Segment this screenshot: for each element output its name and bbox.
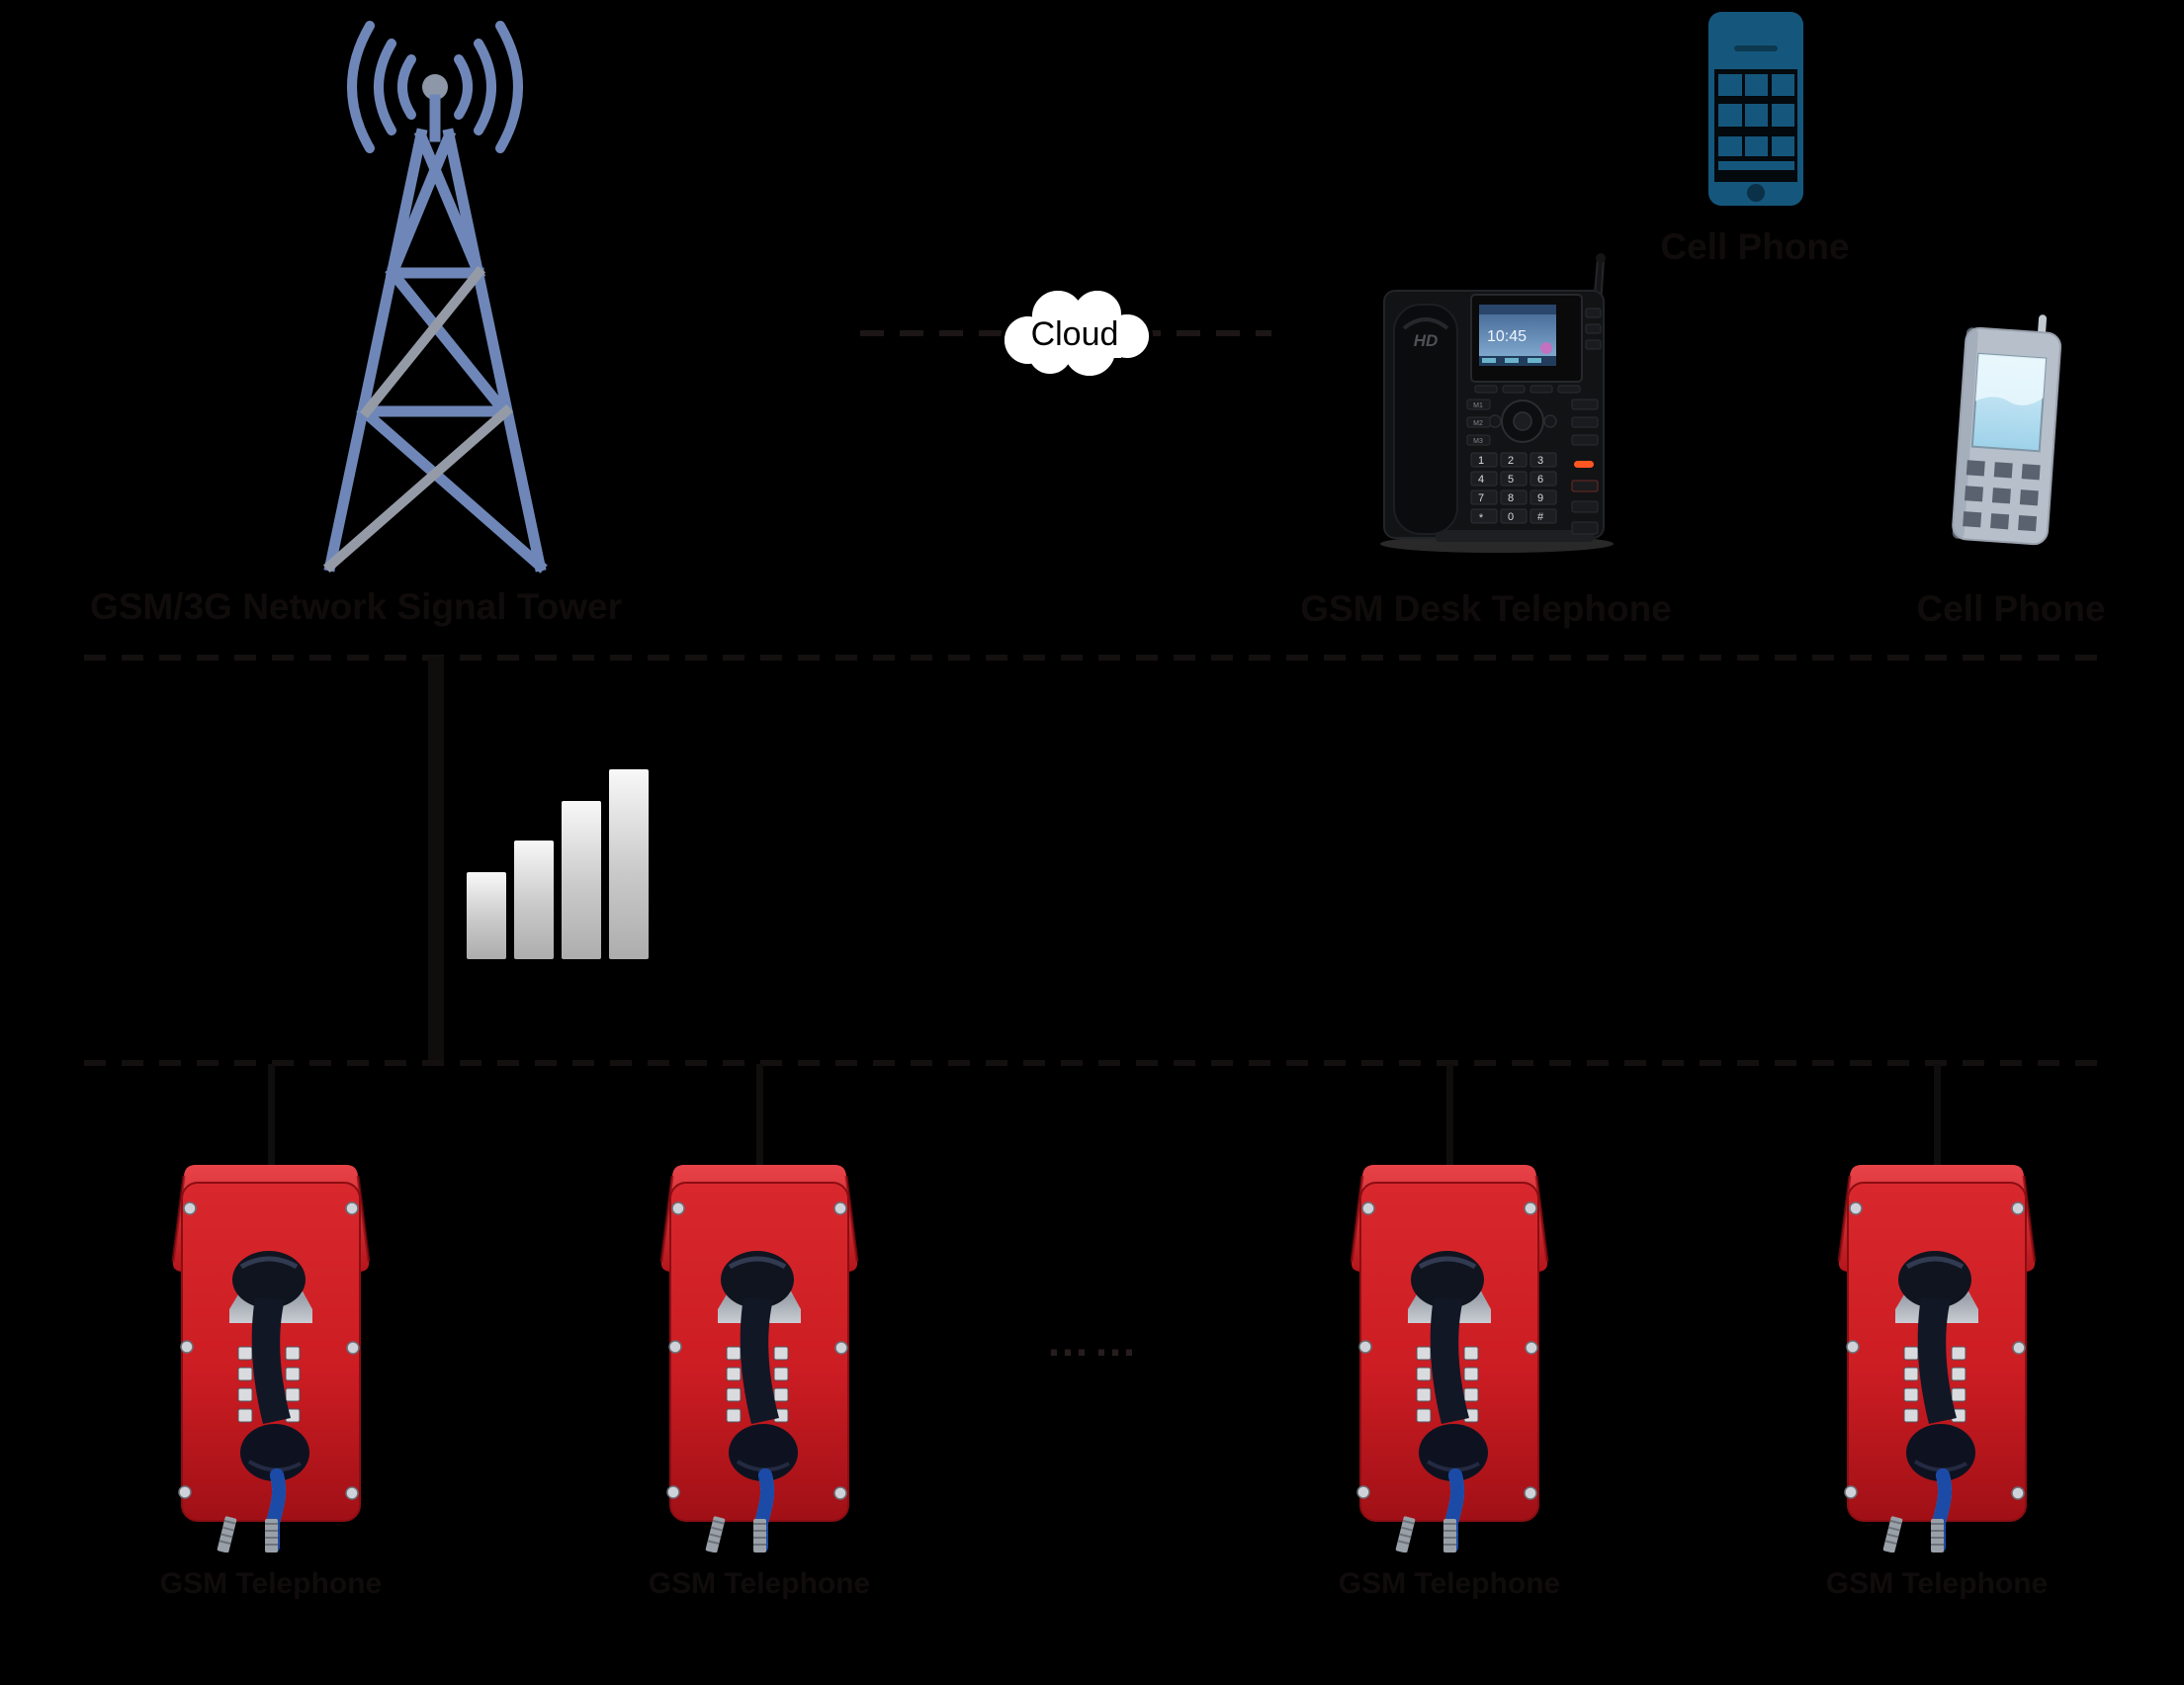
signal-bars-icon — [465, 765, 653, 959]
desk-phone: HD 10:45 — [1380, 253, 1614, 553]
drop-line-phone-3 — [1446, 1064, 1453, 1167]
drop-line-phone-4 — [1934, 1064, 1941, 1167]
cloud-label: Cloud — [1031, 315, 1119, 353]
more-phones-ellipsis: …… — [1046, 1317, 1141, 1366]
phone-1-label: GSM Telephone — [159, 1567, 383, 1600]
app-phone-icon — [1708, 12, 1803, 206]
desk-phone-logo: HD — [1414, 331, 1439, 350]
signal-bar-1 — [467, 872, 506, 959]
keypad-star: * — [1479, 512, 1484, 524]
signal-tower-icon — [322, 21, 548, 574]
keypad-0: 0 — [1508, 511, 1514, 523]
keypad-5: 5 — [1508, 474, 1514, 486]
drop-line-phone-1 — [268, 1064, 275, 1167]
cell-phone-icon — [1952, 314, 2062, 546]
phone-2-label: GSM Telephone — [648, 1567, 871, 1600]
keypad-pound: # — [1537, 511, 1544, 523]
side-key-m1: M1 — [1473, 402, 1483, 409]
keypad-3: 3 — [1537, 455, 1543, 467]
drop-line-phone-2 — [756, 1064, 763, 1167]
keypad-6: 6 — [1537, 474, 1543, 486]
side-key-m3: M3 — [1473, 438, 1483, 445]
side-key-m2: M2 — [1473, 420, 1483, 427]
weatherproof-phone-2 — [655, 1165, 864, 1552]
tower-label: GSM/3G Network Signal Tower — [90, 586, 622, 627]
keypad-7: 7 — [1478, 492, 1484, 504]
weatherproof-phone-3 — [1345, 1165, 1554, 1552]
connector-phone-bus — [84, 1060, 2099, 1066]
signal-bar-2 — [514, 841, 554, 959]
desk-phone-led — [1574, 461, 1594, 468]
cell-phone-label: Cell Phone — [1916, 588, 2106, 629]
app-phone-label: Cell Phone — [1660, 226, 1850, 267]
keypad-8: 8 — [1508, 492, 1514, 504]
keypad-9: 9 — [1537, 492, 1543, 504]
weatherproof-phone-4 — [1832, 1165, 2042, 1552]
keypad-1: 1 — [1478, 455, 1484, 467]
signal-bar-3 — [562, 801, 601, 959]
connector-tower-to-bus — [428, 657, 444, 1064]
signal-bar-4 — [609, 769, 649, 959]
connector-top-section — [84, 655, 2099, 661]
phone-4-label: GSM Telephone — [1825, 1567, 2049, 1600]
keypad-4: 4 — [1478, 474, 1484, 486]
desk-phone-time: 10:45 — [1487, 328, 1527, 345]
desk-phone-label: GSM Desk Telephone — [1300, 588, 1672, 629]
phone-3-label: GSM Telephone — [1338, 1567, 1561, 1600]
keypad-2: 2 — [1508, 455, 1514, 467]
weatherproof-phone-1 — [166, 1165, 376, 1552]
cloud-shape: Cloud — [1001, 287, 1153, 380]
